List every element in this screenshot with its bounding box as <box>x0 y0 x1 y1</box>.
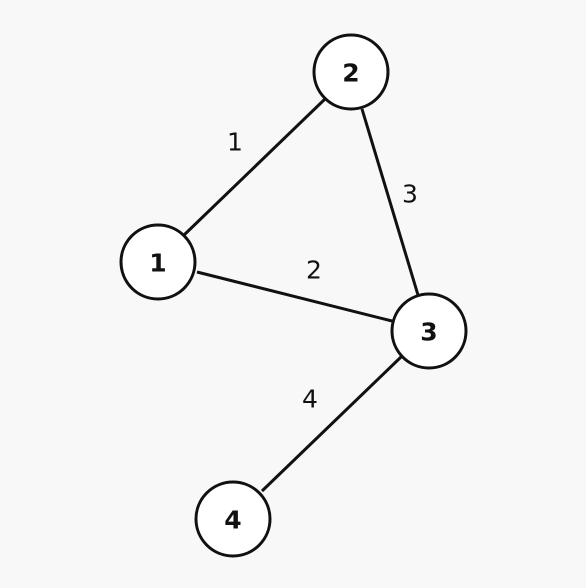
edge-1-2 <box>181 97 327 238</box>
node-4: 4 <box>194 480 272 558</box>
node-2: 2 <box>312 33 390 111</box>
node-3-label: 3 <box>420 318 437 347</box>
node-1-label: 1 <box>149 249 166 278</box>
edge-weight-label-1-3: 2 <box>306 256 322 285</box>
edge-1-3 <box>196 270 393 323</box>
node-1: 1 <box>119 223 197 301</box>
node-2-circle <box>312 33 390 111</box>
edge-weight-label-1-2: 1 <box>227 128 243 157</box>
node-2-label: 2 <box>342 59 359 88</box>
edge-labels-layer: 1 2 3 4 <box>227 128 418 414</box>
edge-weight-label-2-3: 3 <box>402 180 418 209</box>
node-4-circle <box>194 480 272 558</box>
edge-2-3 <box>360 108 420 296</box>
node-4-label: 4 <box>224 506 241 535</box>
nodes-layer: 1 2 3 4 <box>119 33 468 558</box>
edge-3-4 <box>260 355 403 493</box>
node-3: 3 <box>390 292 468 370</box>
edges-layer <box>181 97 420 493</box>
node-1-circle <box>119 223 197 301</box>
node-3-circle <box>390 292 468 370</box>
edge-weight-label-3-4: 4 <box>302 385 318 414</box>
